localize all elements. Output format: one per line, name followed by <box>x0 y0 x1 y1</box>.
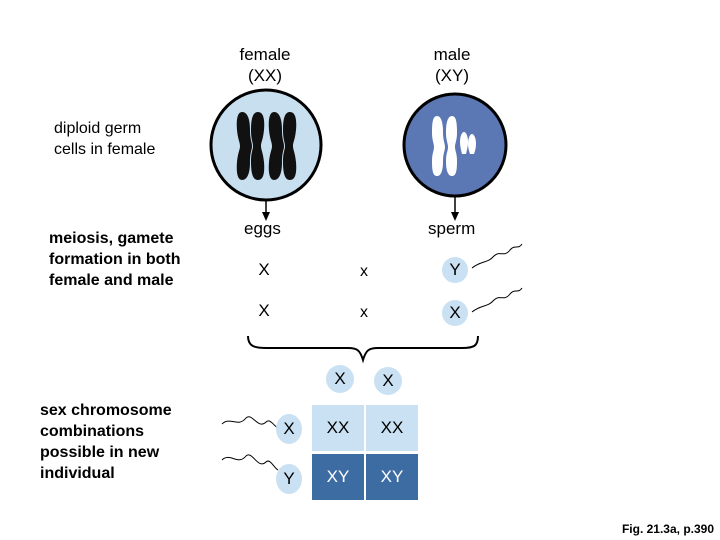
sperm-y: Y <box>442 257 468 283</box>
sperm-tail-2 <box>471 287 523 313</box>
cross-symbol-1: x <box>360 263 368 280</box>
male-label: male (XY) <box>433 45 471 85</box>
eggs-label: eggs <box>244 219 281 238</box>
punnett-col-header-1: X <box>326 365 354 393</box>
row-tail-y <box>221 454 279 471</box>
sperm-label: sperm <box>428 219 476 238</box>
brace <box>247 335 479 364</box>
sperm-x: X <box>442 300 468 326</box>
egg-x-1: X <box>258 260 270 279</box>
punnett-cell-xx-1: XX <box>312 405 364 451</box>
punnett-cell-xy-1: XY <box>312 454 364 500</box>
meiosis-label: meiosis, gamete formation in both female… <box>49 230 181 289</box>
female-germ-cell <box>209 88 323 221</box>
cross-symbol-2: x <box>360 304 368 321</box>
punnett-row-header-1: X <box>276 414 302 444</box>
female-label: female (XX) <box>239 45 291 85</box>
figure-caption: Fig. 21.3a, p.390 <box>621 522 714 536</box>
sperm-tail-1 <box>471 243 523 269</box>
punnett-cell-xy-2: XY <box>366 454 418 500</box>
punnett-row-header-2: Y <box>276 464 302 494</box>
sex-chromosome-combinations-label: sex chromosome combinations possible in … <box>40 402 172 482</box>
male-germ-cell <box>402 92 508 221</box>
row-tail-x <box>221 416 279 429</box>
punnett-col-header-2: X <box>374 367 402 395</box>
punnett-cell-xx-2: XX <box>366 405 418 451</box>
egg-x-2: X <box>258 301 270 320</box>
diploid-germ-cells-label: diploid germ cells in female <box>54 120 156 158</box>
